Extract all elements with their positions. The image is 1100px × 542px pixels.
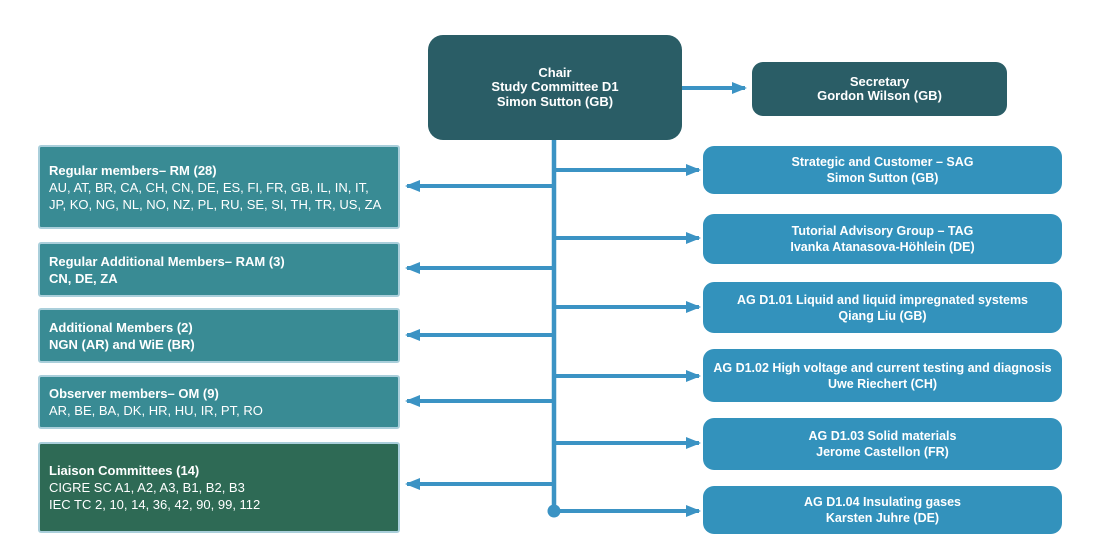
regular-members-title: Regular members– RM (28)	[49, 162, 217, 178]
sag-convenor: Simon Sutton (GB)	[826, 171, 939, 185]
ag-d1-03-convenor: Jerome Castellon (FR)	[816, 445, 949, 459]
ag-d1-01-box: AG D1.01 Liquid and liquid impregnated s…	[703, 282, 1062, 333]
tag-group: Tutorial Advisory Group – TAG	[791, 224, 974, 238]
liaison-cigre-list: CIGRE SC A1, A2, A3, B1, B2, B3	[49, 480, 245, 495]
secretary-name: Gordon Wilson (GB)	[817, 88, 942, 103]
chair-role: Chair	[538, 64, 572, 80]
observer-members-box: Observer members– OM (9) AR, BE, BA, DK,…	[38, 375, 400, 429]
sag-box: Strategic and Customer – SAG Simon Sutto…	[703, 146, 1062, 194]
tag-convenor: Ivanka Atanasova-Höhlein (DE)	[790, 240, 975, 254]
tag-box: Tutorial Advisory Group – TAG Ivanka Ata…	[703, 214, 1062, 264]
ag-d1-04-box: AG D1.04 Insulating gases Karsten Juhre …	[703, 486, 1062, 534]
regular-members-box: Regular members– RM (28) AU, AT, BR, CA,…	[38, 145, 400, 229]
regular-members-countries: AU, AT, BR, CA, CH, CN, DE, ES, FI, FR, …	[49, 179, 382, 212]
ag-d1-02-box: AG D1.02 High voltage and current testin…	[703, 349, 1062, 402]
additional-members-box: Additional Members (2) NGN (AR) and WiE …	[38, 308, 400, 363]
ag-d1-04-group: AG D1.04 Insulating gases	[804, 495, 961, 509]
liaison-committees-title: Liaison Committees (14)	[49, 463, 200, 478]
chair-name: Simon Sutton (GB)	[496, 93, 614, 109]
ag-d1-04-convenor: Karsten Juhre (DE)	[825, 511, 940, 525]
sag-group: Strategic and Customer – SAG	[791, 155, 974, 169]
regular-additional-members-countries: CN, DE, ZA	[49, 270, 118, 286]
ag-d1-01-group: AG D1.01 Liquid and liquid impregnated s…	[736, 292, 1029, 307]
observer-members-countries: AR, BE, BA, DK, HR, HU, IR, PT, RO	[49, 403, 263, 418]
spine-end-dot	[547, 504, 561, 518]
liaison-committees-box: Liaison Committees (14) CIGRE SC A1, A2,…	[38, 442, 400, 533]
ag-d1-03-box: AG D1.03 Solid materials Jerome Castello…	[703, 418, 1062, 470]
ag-d1-02-group: AG D1.02 High voltage and current testin…	[713, 360, 1052, 375]
secretary-role: Secretary	[849, 73, 910, 89]
chair-committee: Study Committee D1	[491, 79, 619, 95]
observer-members-title: Observer members– OM (9)	[49, 386, 219, 401]
secretary-box: Secretary Gordon Wilson (GB)	[752, 62, 1007, 116]
ag-d1-02-convenor: Uwe Riechert (CH)	[827, 376, 938, 391]
ag-d1-01-convenor: Qiang Liu (GB)	[838, 308, 927, 323]
regular-additional-members-box: Regular Additional Members– RAM (3) CN, …	[38, 242, 400, 297]
chair-box: Chair Study Committee D1 Simon Sutton (G…	[428, 35, 682, 140]
liaison-iec-list: IEC TC 2, 10, 14, 36, 42, 90, 99, 112	[49, 497, 261, 512]
ag-d1-03-group: AG D1.03 Solid materials	[808, 429, 957, 443]
additional-members-title: Additional Members (2)	[49, 319, 193, 335]
additional-members-detail: NGN (AR) and WiE (BR)	[49, 336, 195, 352]
regular-additional-members-title: Regular Additional Members– RAM (3)	[49, 253, 285, 269]
